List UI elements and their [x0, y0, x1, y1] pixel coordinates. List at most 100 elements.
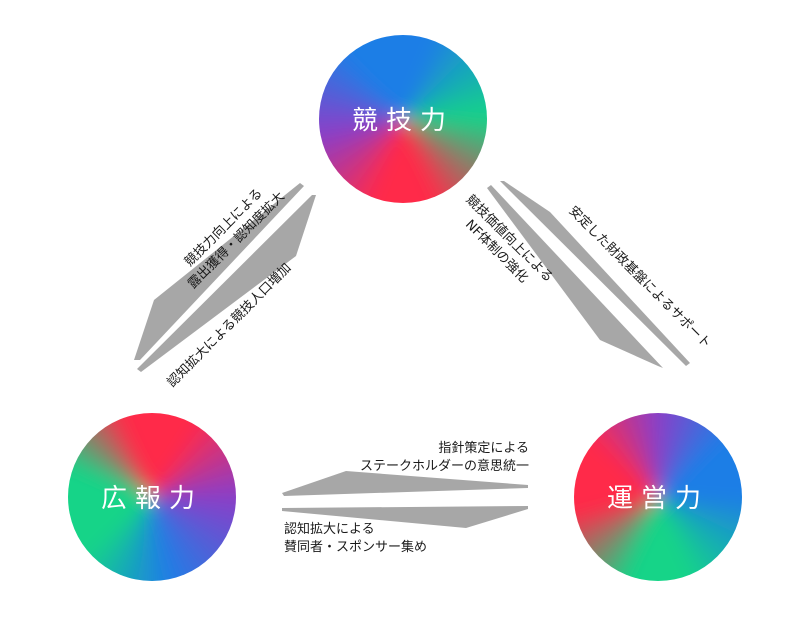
- gradient-wedge: [574, 497, 658, 532]
- gradient-wedge: [403, 62, 487, 119]
- gradient-wedge: [403, 119, 471, 203]
- gradient-wedge: [658, 497, 726, 581]
- gradient-wedge: [152, 497, 220, 581]
- gradient-wedge: [658, 429, 742, 497]
- gradient-wedge: [658, 497, 704, 581]
- edge-bottom-upper-line2: ステークホルダーの意思統一: [360, 458, 529, 474]
- arrow-left-inner: [137, 195, 316, 372]
- gradient-wedge: [68, 497, 152, 521]
- gradient-wedge: [319, 119, 403, 187]
- gradient-wedge: [325, 35, 403, 119]
- gradient-wedge: [319, 119, 403, 203]
- gradient-wedge: [658, 419, 742, 497]
- gradient-wedge: [403, 84, 487, 119]
- gradient-wedge: [658, 497, 742, 577]
- node-bottom-left: 広報力: [68, 413, 236, 581]
- gradient-wedge: [319, 119, 403, 143]
- gradient-wedge: [580, 413, 658, 497]
- gradient-wedge: [346, 35, 403, 119]
- gradient-wedge: [403, 119, 487, 199]
- gradient-wedge: [403, 35, 487, 119]
- gradient-wedge: [574, 497, 658, 581]
- gradient-wedge: [403, 95, 487, 119]
- arrow-left-outer: [134, 183, 304, 360]
- gradient-wedge: [658, 473, 742, 497]
- gradient-wedge: [403, 119, 460, 203]
- gradient-wedge: [403, 41, 487, 119]
- gradient-wedge: [335, 35, 403, 119]
- edge-bottom-lower-line2: 賛同者・スポンサー集め: [284, 539, 427, 555]
- gradient-wedge: [140, 413, 156, 497]
- arrow-right-outer: [500, 181, 690, 366]
- edge-bottom-upper-label: 指針策定による ステークホルダーの意思統一: [360, 440, 529, 474]
- gradient-wedge: [152, 497, 230, 581]
- gradient-wedge: [578, 497, 658, 581]
- gradient-wedge: [152, 497, 236, 568]
- gradient-wedge: [319, 119, 403, 197]
- gradient-wedge: [403, 119, 449, 203]
- gradient-wedge: [357, 35, 403, 119]
- gradient-wedge: [152, 473, 236, 497]
- gradient-wedge: [68, 413, 152, 497]
- gradient-wedge: [391, 35, 407, 119]
- gradient-wedge: [658, 462, 742, 497]
- node-bottom-right-label: 運営力: [607, 484, 709, 514]
- gradient-wedge: [634, 413, 658, 497]
- gradient-wedge: [152, 440, 236, 497]
- gradient-wedge: [68, 497, 152, 532]
- gradient-wedge: [68, 417, 152, 497]
- gradient-wedge: [658, 485, 742, 501]
- gradient-wedge: [403, 107, 487, 123]
- gradient-wedge: [152, 413, 236, 497]
- node-top: 競技力: [319, 35, 487, 203]
- node-bottom-right: 運営力: [574, 413, 742, 581]
- gradient-wedge: [658, 497, 742, 568]
- arrow-right-inner: [487, 185, 663, 368]
- gradient-wedge: [68, 493, 152, 509]
- gradient-wedge: [574, 497, 658, 575]
- gradient-wedge: [658, 497, 682, 581]
- gradient-wedge: [152, 429, 236, 497]
- gradient-wedge: [319, 48, 403, 119]
- edge-bottom-lower-label: 認知拡大による 賛同者・スポンサー集め: [284, 521, 427, 555]
- gradient-wedge: [403, 119, 438, 203]
- gradient-wedge: [72, 497, 152, 581]
- gradient-wedge: [68, 426, 152, 497]
- gradient-wedge: [574, 497, 658, 543]
- edge-right-outer-line1: 安定した財政基盤によるサポート: [565, 203, 713, 351]
- gradient-wedge: [323, 119, 403, 203]
- gradient-wedge: [319, 115, 403, 131]
- gradient-wedge: [403, 73, 487, 119]
- gradient-wedge: [319, 35, 403, 119]
- gradient-wedge: [319, 119, 403, 165]
- gradient-wedge: [128, 413, 152, 497]
- edge-right-outer-label: 安定した財政基盤によるサポート: [565, 203, 713, 351]
- gradient-wedge: [95, 413, 152, 497]
- gradient-wedge: [658, 497, 736, 581]
- gradient-wedge: [574, 413, 658, 497]
- gradient-wedge: [399, 119, 415, 203]
- gradient-wedge: [152, 485, 236, 501]
- gradient-wedge: [68, 497, 152, 575]
- gradient-wedge: [403, 119, 427, 203]
- gradient-wedge: [152, 497, 236, 581]
- gradient-wedge: [152, 413, 232, 497]
- gradient-wedge: [332, 119, 403, 203]
- gradient-wedge: [646, 413, 662, 497]
- gradient-wedge: [152, 497, 198, 581]
- node-bottom-left-label: 広報力: [101, 484, 203, 514]
- gradient-wedge: [68, 497, 152, 565]
- gradient-wedge: [84, 413, 152, 497]
- gradient-wedge: [152, 419, 236, 497]
- gradient-wedge: [574, 426, 658, 497]
- gradient-wedge: [658, 440, 742, 497]
- gradient-wedge: [574, 493, 658, 509]
- gradient-wedge: [590, 413, 658, 497]
- gradient-wedge: [152, 497, 236, 577]
- gradient-wedge: [403, 119, 487, 203]
- gradient-wedge: [623, 413, 658, 497]
- gradient-wedge: [403, 119, 481, 203]
- gradient-wedge: [587, 497, 658, 581]
